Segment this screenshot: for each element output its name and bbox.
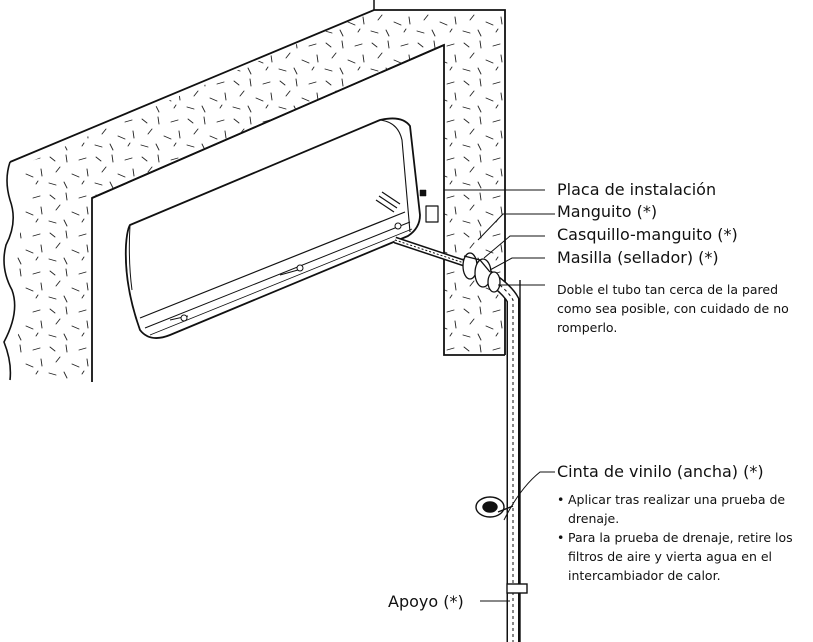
vinyl-note-2: Para la prueba de drenaje, retire los fi… [557, 528, 813, 585]
indoor-unit [124, 117, 439, 339]
wall-section [3, 0, 506, 382]
label-installation-plate: Placa de instalación [557, 180, 717, 199]
bend-note: Doble el tubo tan cerca de la pared como… [557, 282, 789, 335]
label-vinyl-tape: Cinta de vinilo (ancha) (*) [557, 462, 764, 481]
support-clamp [506, 583, 528, 594]
vinyl-tape-notes: Aplicar tras realizar una prueba de dren… [557, 490, 813, 585]
label-support: Apoyo (*) [388, 592, 464, 611]
label-putty: Masilla (sellador) (*) [557, 248, 719, 267]
vinyl-note-1: Aplicar tras realizar una prueba de dren… [557, 490, 813, 528]
sleeve-assembly [462, 252, 501, 293]
label-sleeve-bushing: Casquillo-manguito (*) [557, 225, 738, 244]
label-sleeve: Manguito (*) [557, 202, 658, 221]
leader-lines [444, 189, 555, 602]
